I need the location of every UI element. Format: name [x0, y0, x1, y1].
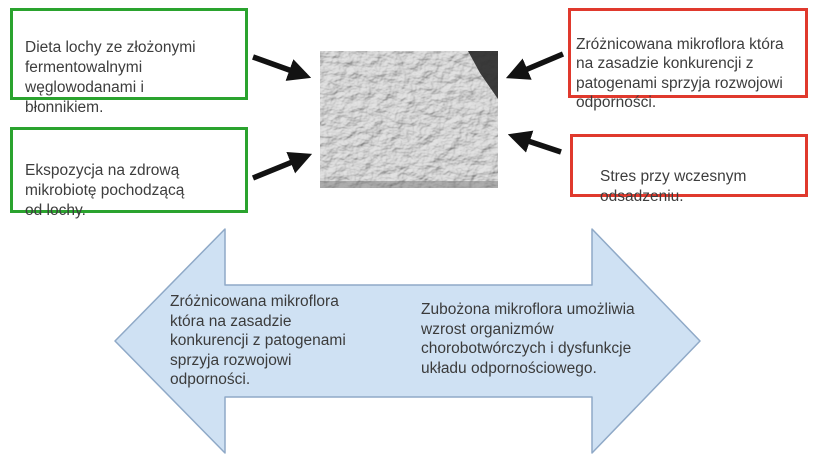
textbox-diverse-microflora: Zróżnicowana mikroflora która na zasadzi… [568, 8, 808, 111]
textbox-sow-diet-label: Dieta lochy ze złożonymi fermentowalnymi… [25, 39, 196, 116]
textbox-weaning-stress: Stres przy wczesnym odsadzeniu. [570, 134, 808, 205]
arrow-right-text: Zubożona mikroflora umożliwia wzrost org… [421, 301, 635, 377]
arrow-diverse-microflora-to-image [505, 51, 565, 80]
sem-bacteria-texture [320, 51, 498, 188]
textbox-healthy-microbiota-exposure-label: Ekspozycja na zdrową mikrobiotę pochodzą… [25, 162, 185, 219]
arrow-weaning-stress-to-image [507, 130, 562, 155]
textbox-diverse-microflora-label: Zróżnicowana mikroflora która na zasadzi… [576, 35, 784, 112]
sem-bacteria-image [320, 51, 498, 188]
textbox-sow-diet: Dieta lochy ze złożonymi fermentowalnymi… [10, 8, 248, 116]
arrow-left-text: Zróżnicowana mikroflora która na zasadzi… [170, 293, 346, 388]
arrow-sow-diet-to-image [252, 54, 312, 81]
arrow-exposure-to-image [251, 151, 313, 181]
textbox-weaning-stress-label: Stres przy wczesnym odsadzeniu. [600, 168, 747, 205]
textbox-healthy-microbiota-exposure: Ekspozycja na zdrową mikrobiotę pochodzą… [10, 127, 248, 219]
